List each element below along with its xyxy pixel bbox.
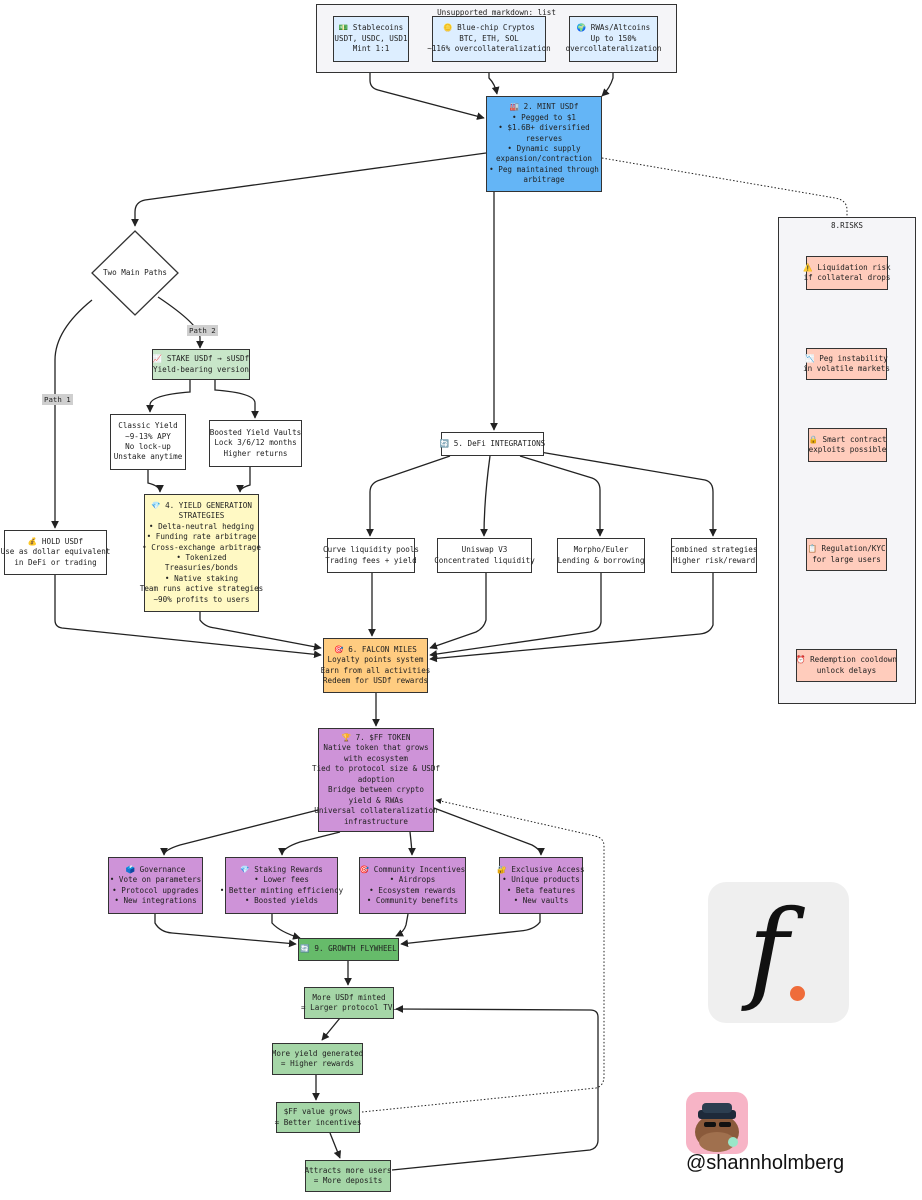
node-mint-usdf: 🏭 2. MINT USDf• Pegged to $1• $1.6B+ div… — [486, 96, 602, 192]
falcon-logo: f — [708, 882, 849, 1023]
author-handle: @shannholmberg — [686, 1152, 845, 1174]
edge-defi-combined — [539, 451, 717, 537]
edge-decision-stake — [157, 296, 204, 349]
edge-decision-hold — [51, 299, 93, 529]
node-exclusive-access: 🔐 Exclusive Access• Unique products• Bet… — [497, 857, 585, 914]
risks-cluster-label: 8.RISKS — [830, 221, 863, 230]
edge-label-path1: Path 1 — [42, 394, 73, 405]
edge-mint-risks — [601, 157, 850, 255]
node-growth-flywheel: 🔄 9. GROWTH FLYWHEEL — [298, 938, 399, 961]
edge-minted-yield — [321, 1017, 341, 1041]
node-fly-value: $FF value grows= Better incentives — [275, 1102, 361, 1133]
logo-letter: f — [748, 886, 789, 1014]
edge-users-minted — [391, 1005, 599, 1171]
node-governance: 🗳️ Governance• Vote on parameters• Proto… — [108, 857, 203, 914]
edge-stake-classic — [146, 380, 191, 413]
edge-exclusive-flywheel — [400, 914, 541, 948]
node-community-incentives: 🎯 Community Incentives• Airdrops• Ecosys… — [359, 857, 466, 914]
edge-defi-uniswap — [480, 455, 491, 537]
logo-dot-icon — [790, 986, 805, 1001]
edge-token-exclusive — [433, 807, 545, 856]
edge-value-token — [361, 798, 605, 1113]
edge-community-flywheel — [395, 913, 409, 937]
node-fly-minted: More USDf minted= Larger protocol TVL — [301, 987, 397, 1019]
edge-stake-boosted — [214, 380, 259, 419]
decision-diamond-shape — [91, 230, 179, 316]
decision-label: Two Main Paths — [102, 268, 167, 277]
edge-governance-flywheel — [154, 914, 297, 948]
edge-rwas-mint — [601, 62, 614, 97]
edge-combined-miles — [429, 573, 714, 663]
edge-uniswap-miles — [429, 573, 487, 650]
edge-mint-decision — [131, 152, 487, 227]
edge-classic-yield — [147, 470, 164, 493]
node-defi-integrations: 🔄 5. DeFi INTEGRATIONS — [440, 432, 545, 456]
edge-bluechip-mint — [488, 62, 500, 95]
node-fly-users: Attracts more users= More deposits — [305, 1160, 391, 1192]
edge-value-users — [329, 1132, 342, 1159]
edge-token-community — [408, 831, 416, 856]
edge-staking-flywheel — [271, 914, 301, 940]
edge-hold-miles — [54, 575, 322, 659]
cluster-label: Unsupported markdown: list — [437, 8, 556, 17]
capybara-avatar-icon — [686, 1092, 748, 1154]
edge-morpho-miles — [429, 573, 602, 658]
edge-defi-curve — [366, 455, 451, 537]
edge-token-governance — [160, 809, 319, 856]
edge-token-staking — [278, 831, 341, 856]
edge-stablecoins-mint — [369, 62, 485, 120]
edge-label-path2: Path 2 — [187, 325, 218, 336]
node-staking-rewards: 💎 Staking Rewards• Lower fees• Better mi… — [220, 857, 343, 914]
edge-yield-miles — [199, 612, 322, 651]
edge-defi-morpho — [519, 455, 604, 537]
node-fly-yield: More yield generated= Higher rewards — [272, 1043, 363, 1075]
edge-boosted-yield — [236, 467, 251, 493]
